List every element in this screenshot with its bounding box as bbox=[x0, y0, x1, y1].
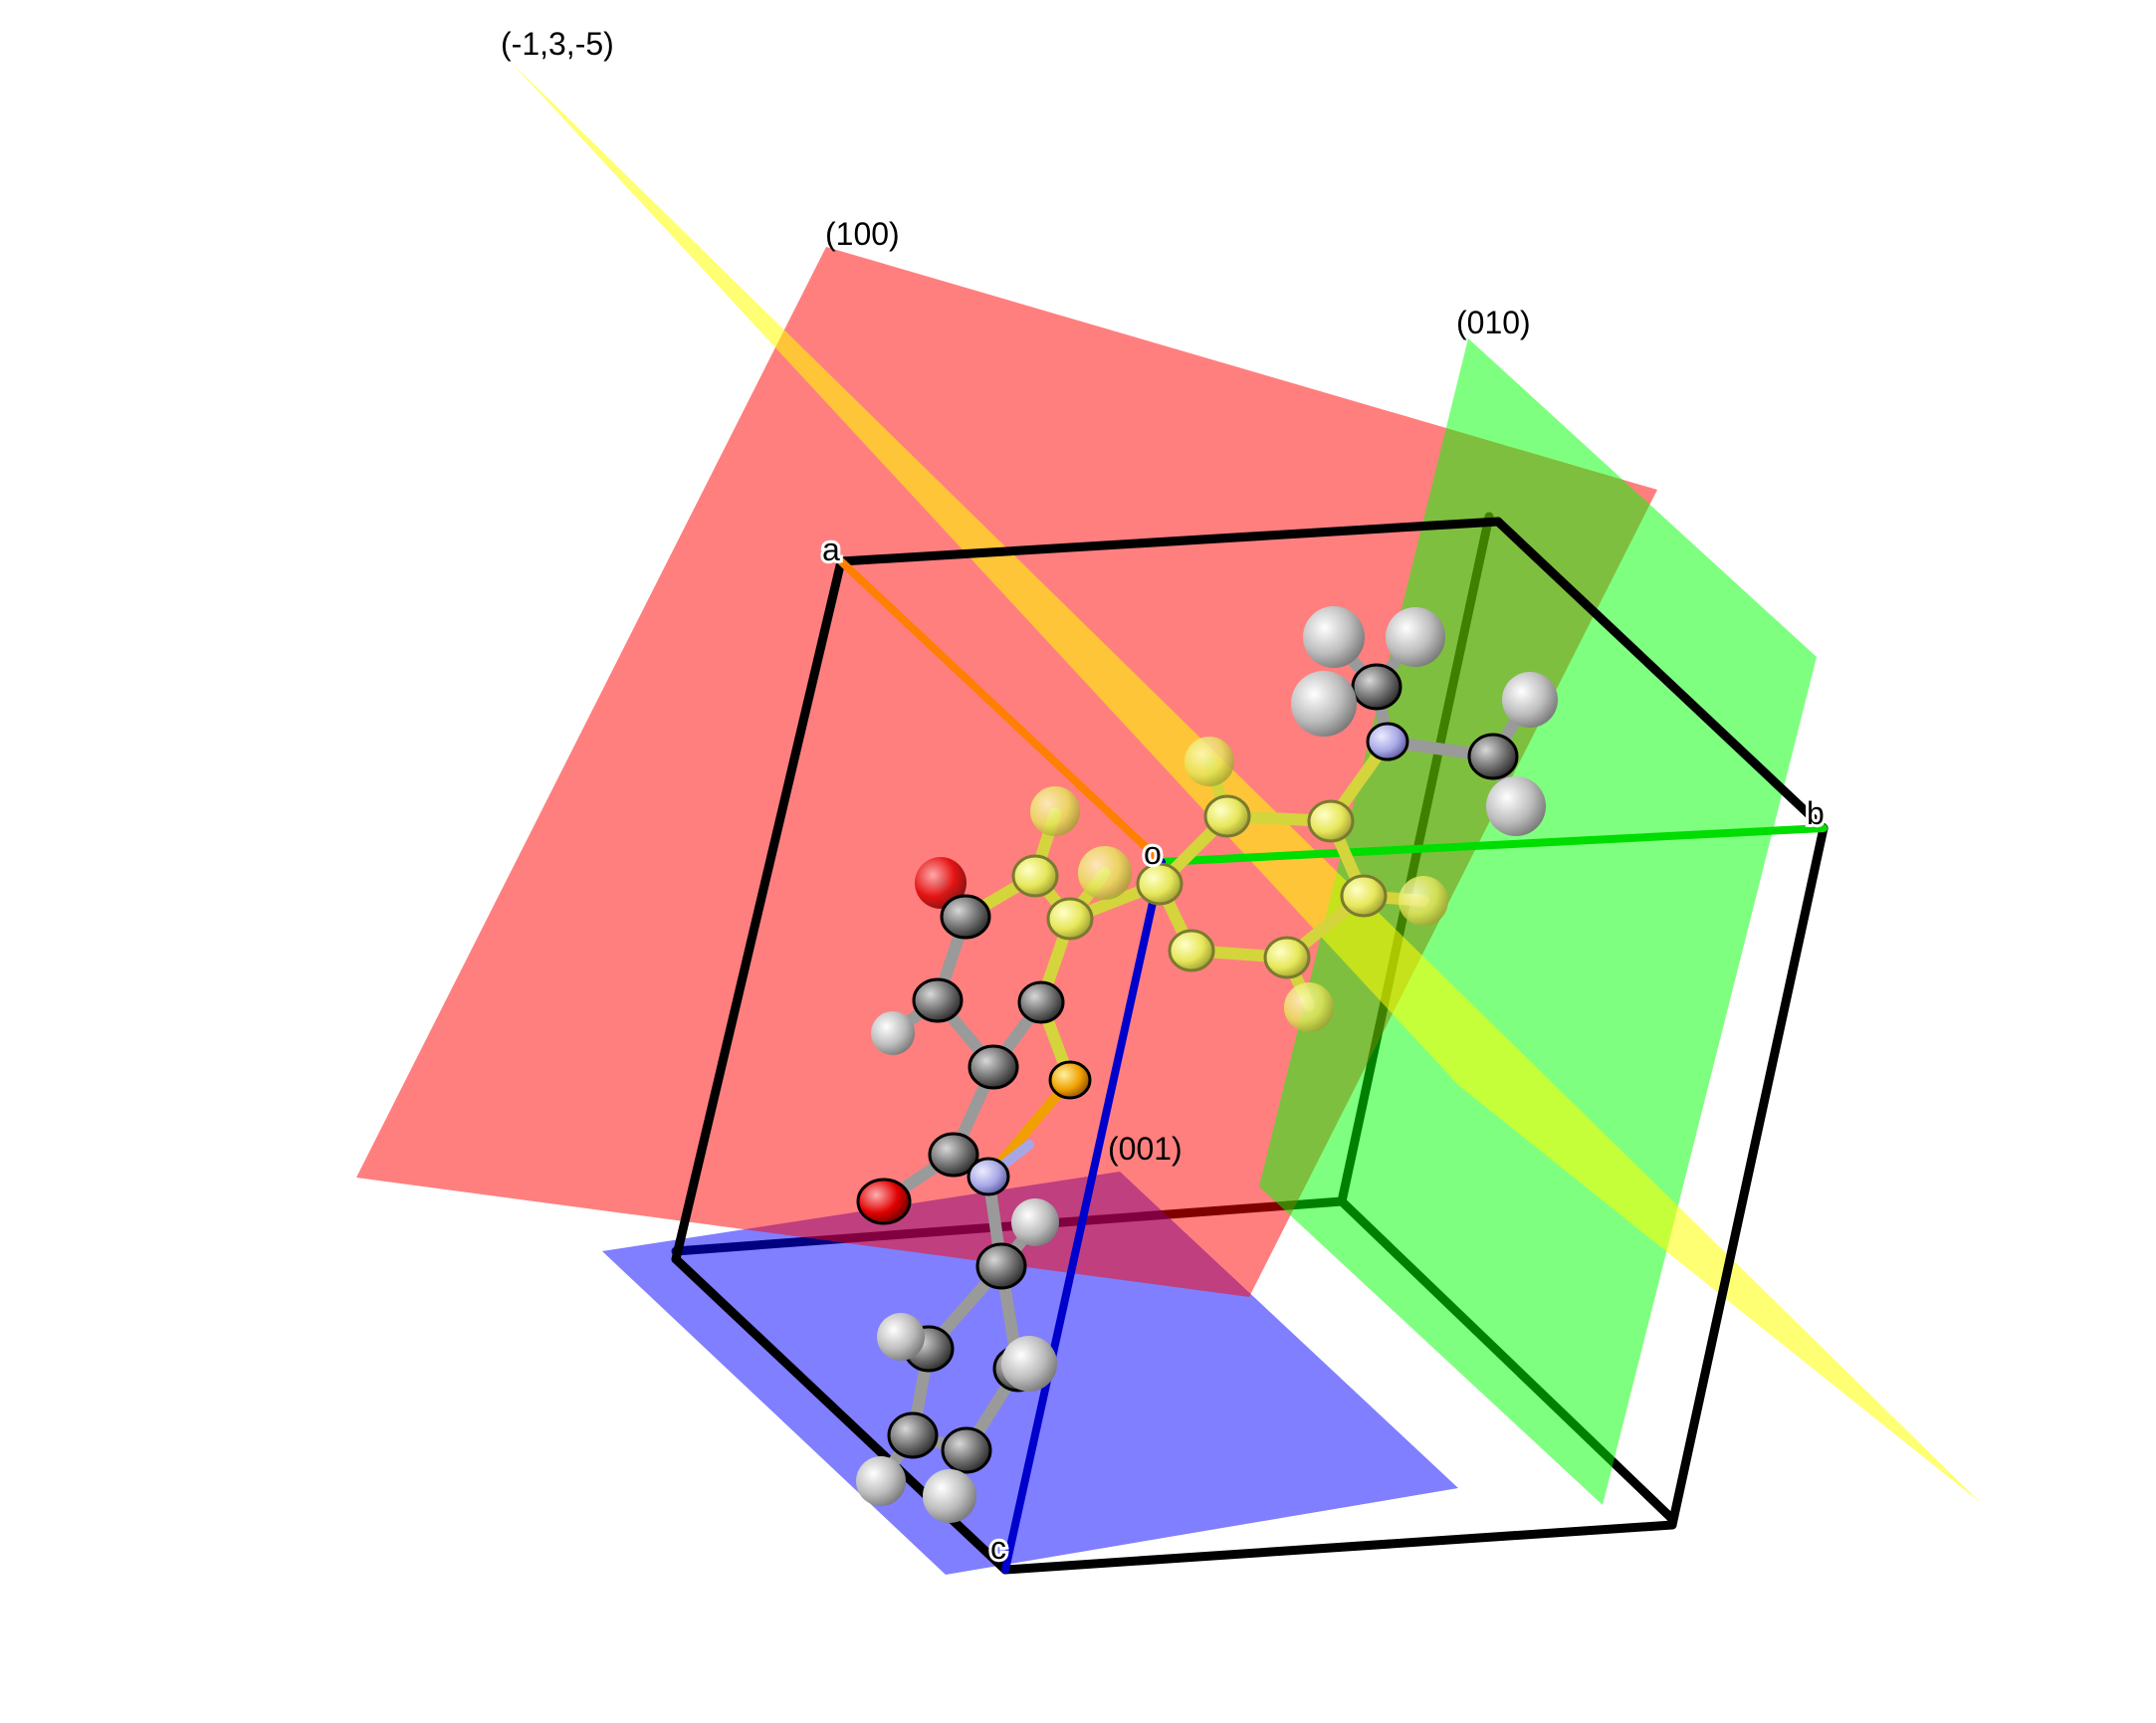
nitrogen-atom bbox=[1366, 722, 1409, 761]
labels: (-1,3,-5) (100) (010) (001) o a b c bbox=[501, 26, 1828, 1569]
carbon-atom bbox=[1467, 733, 1519, 780]
carbon-atom-faded bbox=[1168, 929, 1215, 972]
hydrogen-atom bbox=[1303, 606, 1365, 668]
carbon-atom bbox=[912, 977, 964, 1023]
carbon-atom-faded bbox=[1263, 936, 1311, 979]
hydrogen-atom bbox=[1502, 672, 1558, 728]
hydrogen-atom bbox=[923, 1469, 976, 1523]
carbon-atom-faded bbox=[1340, 874, 1388, 918]
oxygen-atom bbox=[915, 857, 967, 909]
cell-edge bbox=[836, 517, 1503, 566]
unit-cell-front-edges bbox=[671, 517, 1829, 1575]
oxygen-atom bbox=[856, 1178, 912, 1225]
hydrogen-atom bbox=[1011, 1198, 1059, 1246]
fluorine-atom bbox=[1078, 846, 1132, 900]
carbon-atom bbox=[928, 1132, 979, 1178]
carbon-atom-faded bbox=[1011, 854, 1059, 898]
axis-a bbox=[837, 557, 1166, 866]
plane-hkl-label: (-1,3,-5) bbox=[501, 26, 614, 62]
axis-b-label: b bbox=[1807, 795, 1825, 831]
plane-001-label: (001) bbox=[1108, 1131, 1183, 1167]
carbon-atom bbox=[975, 1242, 1027, 1290]
hydrogen-atom bbox=[856, 1456, 906, 1506]
carbon-atom bbox=[1351, 663, 1402, 711]
hydrogen-atom bbox=[1291, 671, 1357, 737]
axes bbox=[837, 557, 1828, 1574]
axis-c bbox=[1001, 858, 1166, 1574]
fluorine-atom bbox=[1185, 737, 1234, 786]
carbon-atom bbox=[968, 1044, 1019, 1090]
cell-edge bbox=[1000, 1520, 1677, 1575]
plane-hkl bbox=[511, 62, 1981, 1503]
carbon-atom-faded bbox=[1046, 897, 1094, 941]
hydrogen-atom bbox=[1486, 776, 1546, 836]
axis-b bbox=[1158, 824, 1828, 866]
carbon-atom bbox=[1017, 980, 1065, 1024]
carbon-atom-faded bbox=[1203, 794, 1251, 838]
axis-c-label: c bbox=[990, 1530, 1006, 1566]
plane-010-label: (010) bbox=[1456, 305, 1531, 340]
molecule-atoms bbox=[856, 606, 1558, 1523]
hydrogen-atom bbox=[871, 1011, 915, 1055]
carbon-atom-faded bbox=[1136, 862, 1184, 906]
nitrogen-atom bbox=[967, 1157, 1010, 1196]
carbon-atom bbox=[887, 1411, 939, 1459]
carbon-atom bbox=[941, 1426, 992, 1474]
sulfur-atom bbox=[1048, 1060, 1092, 1100]
hydrogen-atom bbox=[1001, 1336, 1057, 1392]
hydrogen-atom bbox=[1386, 607, 1445, 667]
plane-100-label: (100) bbox=[825, 216, 900, 252]
cell-edge bbox=[1493, 517, 1829, 833]
axis-origin-label: o bbox=[1144, 835, 1162, 871]
cell-edge bbox=[1667, 823, 1829, 1530]
fluorine-atom bbox=[1030, 786, 1080, 836]
axis-a-label: a bbox=[822, 532, 840, 567]
hydrogen-atom bbox=[877, 1313, 925, 1361]
carbon-atom bbox=[940, 894, 991, 940]
cell-edge bbox=[671, 556, 846, 1264]
fluorine-atom bbox=[1284, 982, 1334, 1032]
carbon-atom-faded bbox=[1307, 799, 1355, 843]
fluorine-atom bbox=[1399, 876, 1448, 926]
